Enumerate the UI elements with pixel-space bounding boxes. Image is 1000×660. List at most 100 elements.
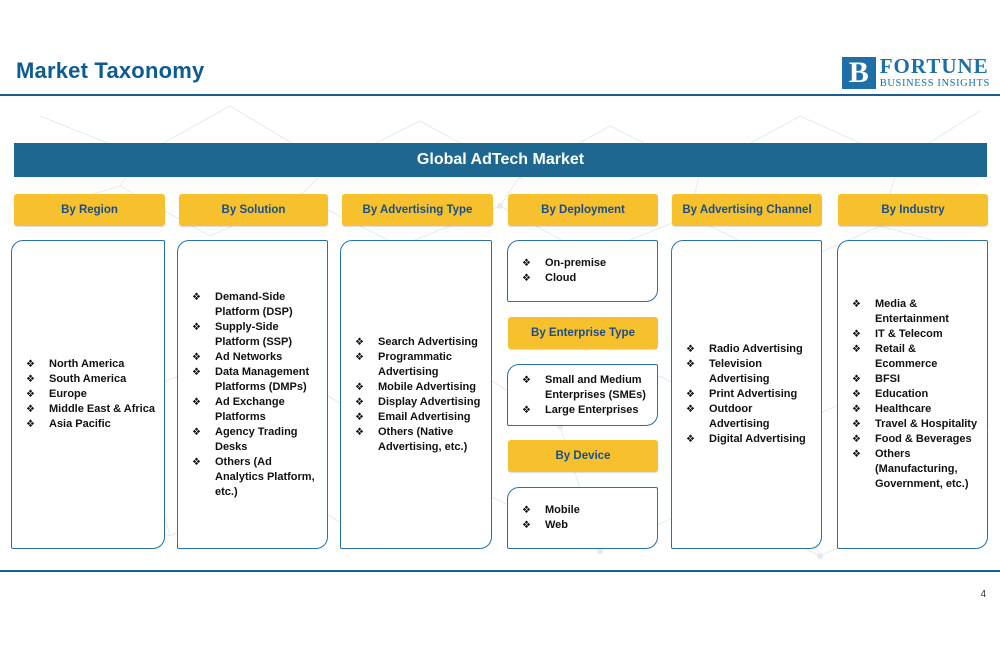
diamond-bullet-icon: ❖ <box>522 520 531 531</box>
list-item: ❖ Demand-Side Platform (DSP) <box>192 290 319 320</box>
list-item-label: Demand-Side Platform (DSP) <box>215 290 293 318</box>
list-item-label: Healthcare <box>875 403 932 415</box>
list-item: ❖ Retail & Ecommerce <box>852 342 979 372</box>
list-item: ❖North America <box>26 357 156 372</box>
advertising-type-items-box: ❖ Search Advertising ❖ Programmatic Adverti… <box>340 240 492 549</box>
list-item-label: Food & Beverages <box>875 433 972 445</box>
list-item: ❖ Outdoor Advertising <box>686 402 813 432</box>
market-banner: Global AdTech Market <box>14 143 987 177</box>
device-list: ❖ Mobile ❖ Web <box>508 503 657 533</box>
page-number: 4 <box>980 589 986 600</box>
diamond-bullet-icon: ❖ <box>522 273 531 284</box>
diamond-bullet-icon: ❖ <box>852 404 861 415</box>
list-item: ❖ Search Advertising <box>355 335 483 350</box>
list-item: ❖Others (Manufacturing, Government, etc.… <box>852 447 979 492</box>
list-item-label: Media & Entertainment <box>875 298 949 325</box>
diamond-bullet-icon: ❖ <box>355 381 364 393</box>
list-item-label: Programmatic Advertising <box>378 350 452 378</box>
list-item-label: IT & Telecom <box>875 328 943 340</box>
diamond-bullet-icon: ❖ <box>355 351 364 363</box>
list-item-label: Others (Manufacturing, Government, etc.) <box>875 448 969 490</box>
list-item: ❖Education <box>852 387 979 402</box>
category-label-enterprise-type: By Enterprise Type <box>508 317 658 349</box>
list-item: ❖ Middle East & Africa <box>26 402 156 417</box>
logo-mark-icon: B <box>841 56 876 89</box>
deployment-items-box: ❖On-premise❖Cloud <box>507 240 658 302</box>
solution-items-box: ❖ Demand-Side Platform (DSP) ❖ Supply-Side … <box>177 240 328 549</box>
diamond-bullet-icon: ❖ <box>852 344 861 355</box>
list-item-label: Web <box>545 519 569 531</box>
list-item-label: Asia Pacific <box>49 418 111 430</box>
list-item-label: Others (Native Advertising, etc.) <box>378 425 468 453</box>
diamond-bullet-icon: ❖ <box>26 359 35 370</box>
advertising-type-list: ❖ Search Advertising ❖ Programmatic Adverti… <box>341 335 491 455</box>
list-item-label: Cloud <box>545 272 577 284</box>
list-item: ❖Agency Trading Desks <box>192 425 319 455</box>
region-list: ❖North America❖South America❖Europe❖Midd… <box>12 357 164 432</box>
list-item: ❖Ad Exchange Platforms <box>192 395 319 425</box>
industry-list: ❖Media & Entertainment❖IT & Telecom❖Reta… <box>838 297 987 492</box>
diamond-bullet-icon: ❖ <box>192 351 201 363</box>
list-item: ❖ Others (Native Advertising, etc.) <box>355 425 483 455</box>
list-item-label: BFSI <box>875 373 901 385</box>
footer-divider <box>0 570 1000 572</box>
list-item: ❖ Europe <box>26 387 156 402</box>
list-item-label: Display Advertising <box>378 395 481 408</box>
list-item-label: Retail & Ecommerce <box>875 343 938 370</box>
enterprise-type-items-box: ❖Small and Medium Enterprises (SMEs)❖ Lar… <box>507 364 658 426</box>
diamond-bullet-icon: ❖ <box>26 404 35 415</box>
list-item: ❖Small and Medium Enterprises (SMEs) <box>522 373 649 403</box>
list-item: ❖Print Advertising <box>686 387 813 402</box>
list-item: ❖ Asia Pacific <box>26 417 156 432</box>
list-item-label: Travel & Hospitality <box>875 418 978 430</box>
list-item: ❖ Television Advertising <box>686 357 813 387</box>
list-item-label: Mobile <box>545 504 580 516</box>
list-item: ❖ Food & Beverages <box>852 432 979 447</box>
diamond-bullet-icon: ❖ <box>192 321 201 333</box>
list-item-label: Large Enterprises <box>545 403 639 416</box>
list-item: ❖Email Advertising <box>355 410 483 425</box>
diamond-bullet-icon: ❖ <box>852 434 861 445</box>
list-item-label: Email Advertising <box>378 410 471 423</box>
list-item-label: Europe <box>49 388 87 400</box>
list-item-label: Ad Networks <box>215 350 283 363</box>
logo-text-top: FORTUNE <box>879 54 989 78</box>
list-item-label: Ad Exchange Platforms <box>215 395 285 423</box>
diamond-bullet-icon: ❖ <box>686 344 695 355</box>
list-item-label: Others (Ad Analytics Platform, etc.) <box>215 455 315 498</box>
diamond-bullet-icon: ❖ <box>26 389 35 400</box>
diamond-bullet-icon: ❖ <box>192 291 201 303</box>
diamond-bullet-icon: ❖ <box>686 389 695 400</box>
device-items-box: ❖ Mobile ❖ Web <box>507 487 658 549</box>
list-item: ❖BFSI <box>852 372 979 387</box>
diamond-bullet-icon: ❖ <box>686 359 695 370</box>
list-item-label: Television Advertising <box>709 358 770 385</box>
diamond-bullet-icon: ❖ <box>522 374 531 386</box>
diamond-bullet-icon: ❖ <box>355 426 364 438</box>
diamond-bullet-icon: ❖ <box>522 258 531 269</box>
diamond-bullet-icon: ❖ <box>686 434 695 445</box>
diamond-bullet-icon: ❖ <box>852 419 861 430</box>
list-item-label: Outdoor Advertising <box>709 403 770 430</box>
list-item: ❖ Ad Networks <box>192 350 319 365</box>
diamond-bullet-icon: ❖ <box>192 366 201 378</box>
list-item: ❖IT & Telecom <box>852 327 979 342</box>
list-item: ❖ Display Advertising <box>355 395 483 410</box>
list-item-label: Search Advertising <box>378 335 478 348</box>
diamond-bullet-icon: ❖ <box>355 336 364 348</box>
list-item-label: Supply-Side Platform (SSP) <box>215 320 293 348</box>
diamond-bullet-icon: ❖ <box>522 404 531 416</box>
list-item: ❖Others (Ad Analytics Platform, etc.) <box>192 455 319 500</box>
list-item-label: Middle East & Africa <box>49 403 155 415</box>
list-item-label: Mobile Advertising <box>378 380 476 393</box>
diamond-bullet-icon: ❖ <box>522 505 531 516</box>
diamond-bullet-icon: ❖ <box>686 404 695 415</box>
advertising-channel-list: ❖Radio Advertising❖Television Advertisin… <box>672 342 821 447</box>
diamond-bullet-icon: ❖ <box>26 419 35 430</box>
diamond-bullet-icon: ❖ <box>852 389 861 400</box>
advertising-channel-items-box: ❖Radio Advertising❖Television Advertisin… <box>671 240 822 549</box>
diamond-bullet-icon: ❖ <box>355 396 364 408</box>
diamond-bullet-icon: ❖ <box>852 299 861 310</box>
list-item-label: South America <box>49 373 127 385</box>
list-item-label: Data Management Platforms (DMPs) <box>215 365 310 393</box>
